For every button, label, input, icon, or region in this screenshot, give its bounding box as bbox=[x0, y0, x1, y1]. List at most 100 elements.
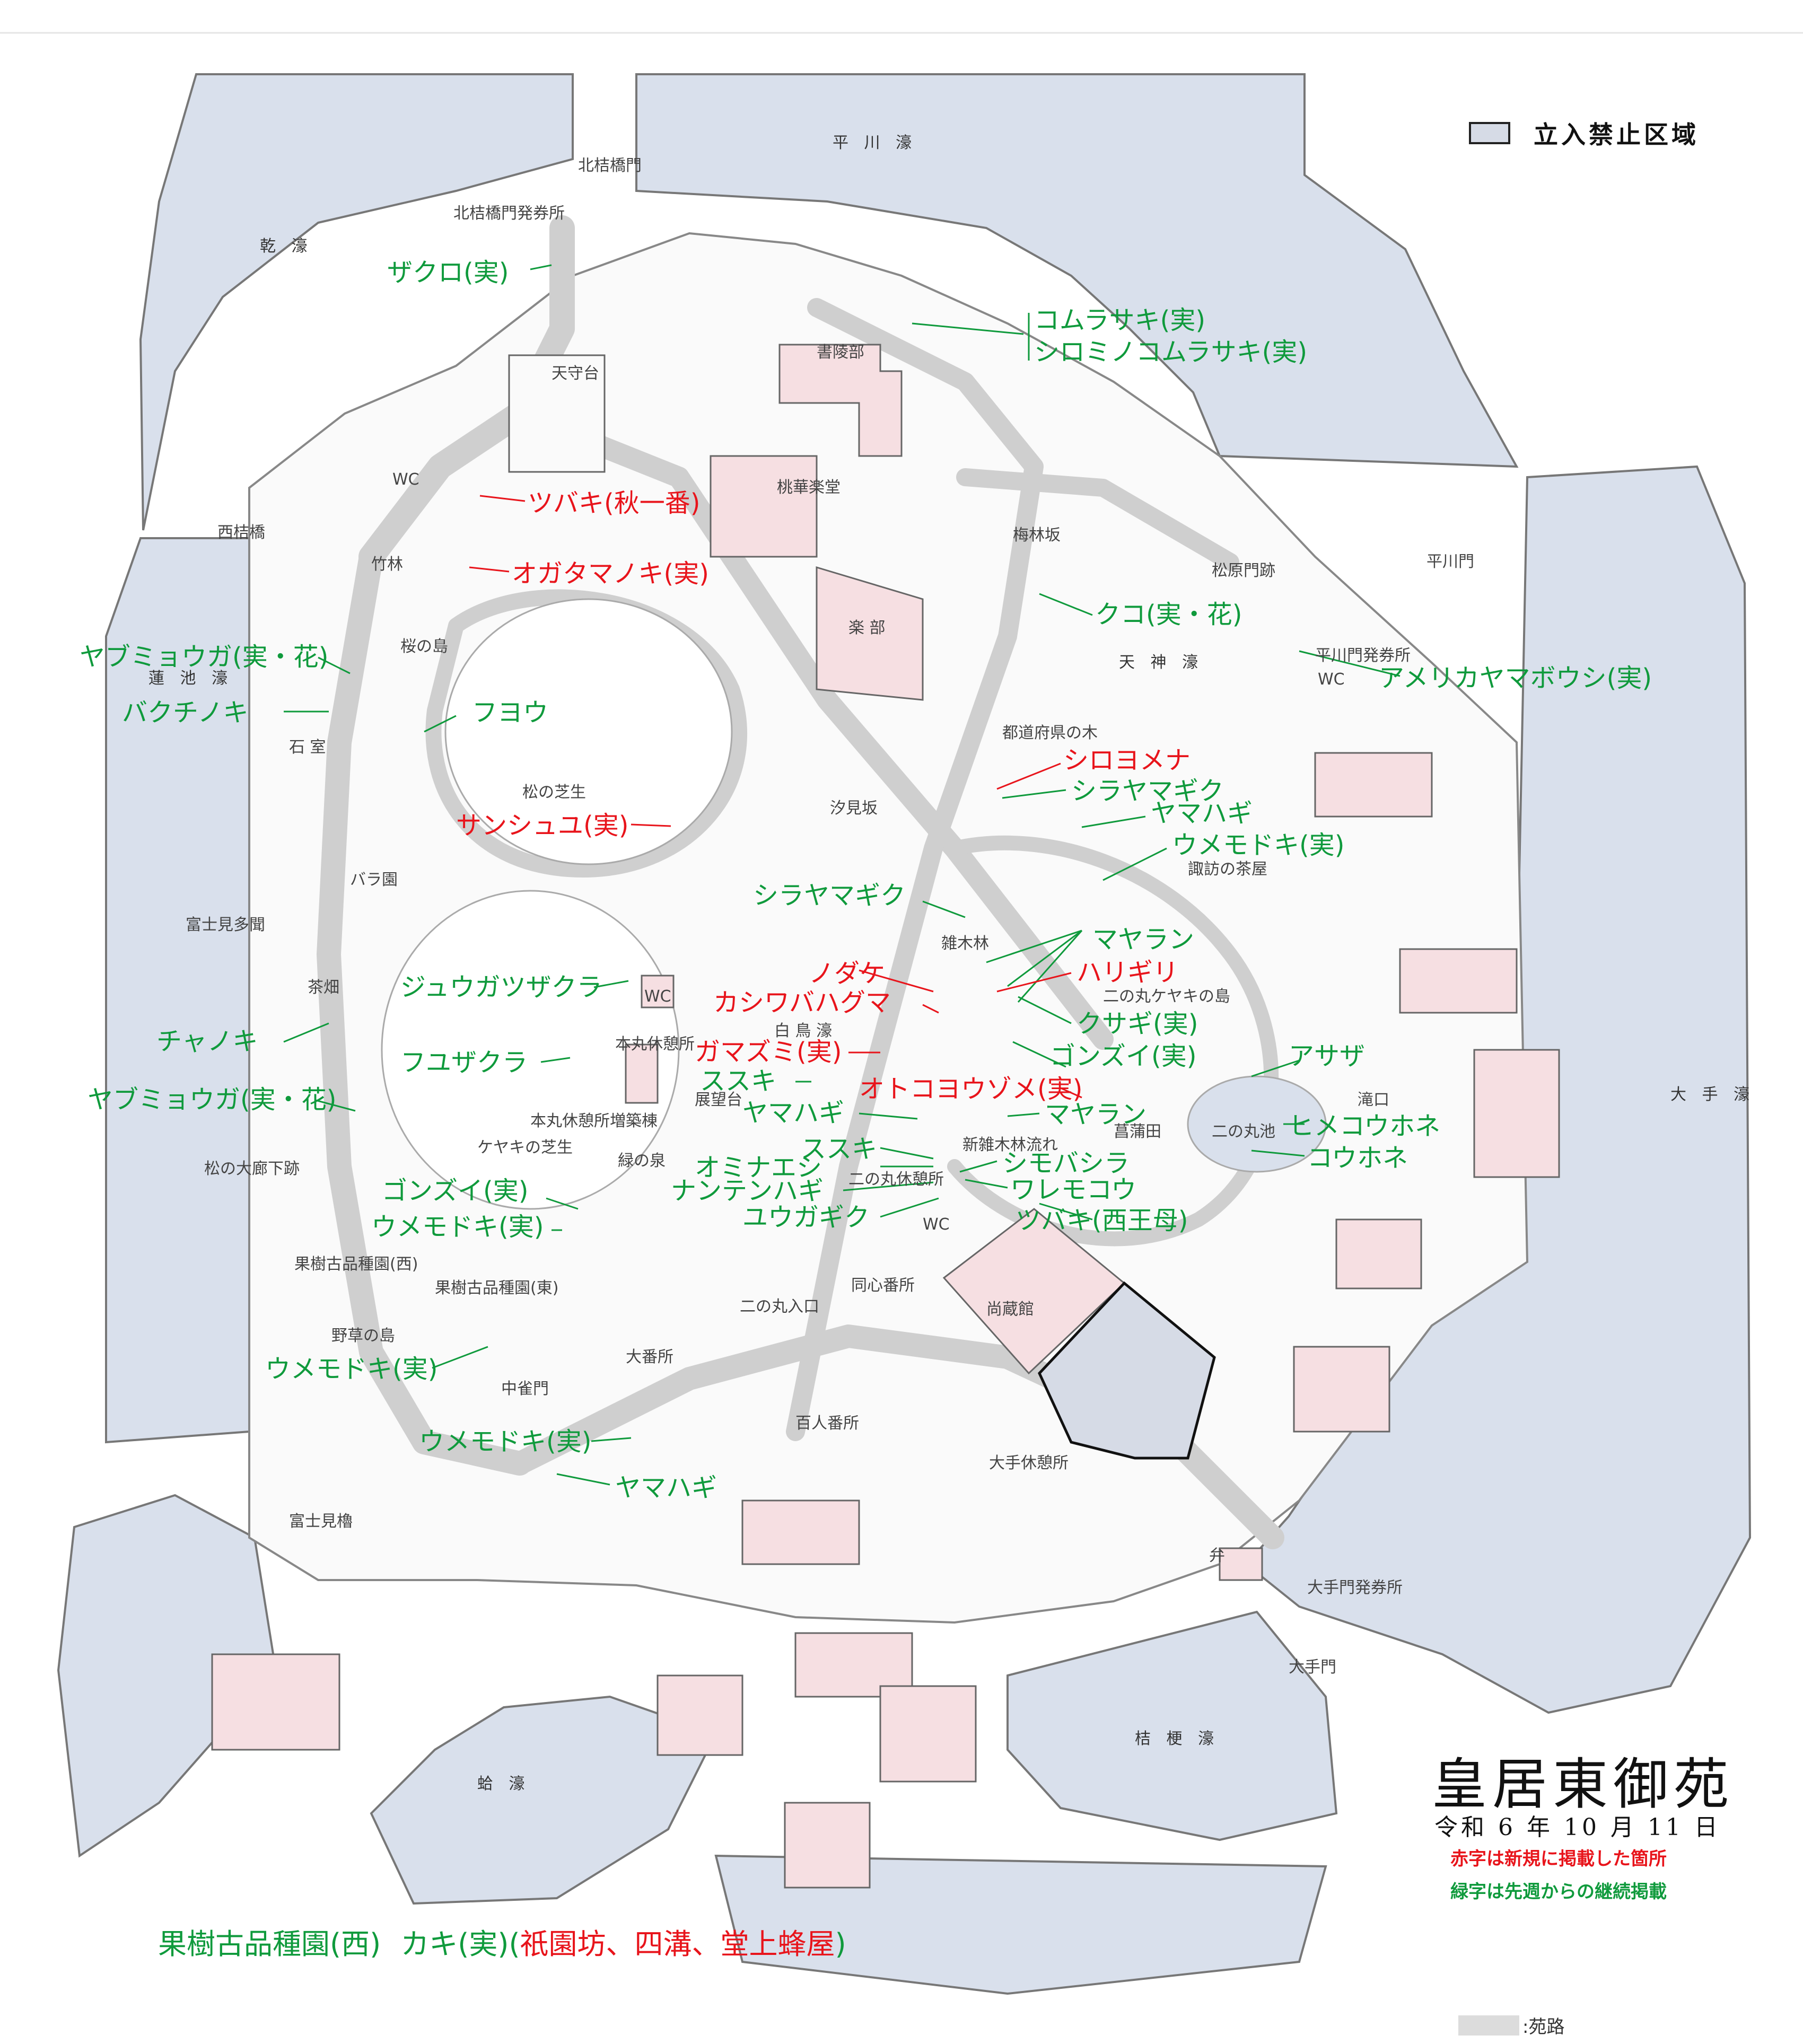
place-yasounoshima: 野草の島 bbox=[331, 1327, 395, 1345]
plant-label: ガマズミ(実) bbox=[695, 1037, 842, 1067]
plant-label: ゴンズイ(実) bbox=[1050, 1041, 1197, 1071]
place-fujimiyagura: 富士見櫓 bbox=[289, 1512, 353, 1531]
legend-restricted-label: 立入禁止区域 bbox=[1534, 120, 1699, 149]
plant-label: シラヤマギク bbox=[1071, 776, 1224, 806]
place-shoryobu: 書陵部 bbox=[817, 343, 864, 362]
hamaguri-moat bbox=[370, 1695, 717, 1905]
note-green: 緑字は先週からの継続掲載 bbox=[1450, 1881, 1667, 1902]
path-baibayashizaka bbox=[956, 468, 1239, 571]
plant-label: コムラサキ(実) bbox=[1034, 305, 1206, 335]
place-obansho: 大番所 bbox=[626, 1348, 673, 1366]
shoryobu-building bbox=[778, 344, 903, 457]
path-swatch bbox=[1458, 2015, 1519, 2036]
moat-tenjin: 天 神 濠 bbox=[1119, 653, 1204, 672]
place-shin-zokibayashi: 新雑木林流れ bbox=[962, 1136, 1058, 1154]
kikyo-moat bbox=[1006, 1610, 1338, 1841]
place-ote-rest: 大手休憩所 bbox=[989, 1454, 1069, 1472]
place-ninomaru-rest: 二の丸休憩所 bbox=[848, 1170, 944, 1189]
plant-label: カシワバハグマ bbox=[713, 988, 891, 1017]
plant-label: バクチノキ bbox=[122, 698, 249, 727]
legend-restricted: 立入禁止区域 bbox=[1469, 116, 1699, 151]
plant-label: ヤブミョウガ(実・花) bbox=[87, 1085, 337, 1115]
plant-label: マヤラン bbox=[1045, 1100, 1147, 1129]
place-hakucho-moat: 白 鳥 濠 bbox=[774, 1022, 833, 1040]
place-matsu-oroka: 松の大廊下跡 bbox=[204, 1160, 300, 1178]
moat-ote: 大 手 濠 bbox=[1670, 1085, 1755, 1104]
gakubu-building bbox=[816, 566, 924, 701]
moat-hasuike: 蓮 池 濠 bbox=[148, 669, 233, 688]
place-chikurin: 竹林 bbox=[371, 555, 403, 574]
lawns bbox=[381, 598, 1327, 1210]
plant-label: ワレモコウ bbox=[1010, 1175, 1137, 1205]
buildings bbox=[211, 344, 1560, 1889]
path-central bbox=[509, 403, 1114, 1050]
east-bldg-3 bbox=[1473, 1049, 1560, 1178]
plant-label: ゴンズイ(実) bbox=[382, 1176, 529, 1206]
place-wc-4: WC bbox=[923, 1215, 950, 1234]
plant-label: サンシュユ(実) bbox=[456, 811, 629, 840]
plant-label: ウメモドキ(実) bbox=[371, 1212, 544, 1242]
path-east bbox=[786, 298, 1044, 1441]
plant-label: クコ(実・花) bbox=[1095, 600, 1242, 629]
place-suwa-chaya: 諏訪の茶屋 bbox=[1188, 860, 1267, 879]
place-baibayashizaka: 梅林坂 bbox=[1013, 526, 1061, 545]
place-honmaru-rest: 本丸休憩所 bbox=[615, 1035, 695, 1054]
caption-close: ) bbox=[835, 1927, 846, 1961]
place-nakanomon: 中雀門 bbox=[501, 1380, 549, 1398]
place-shiomizaka: 汐見坂 bbox=[830, 799, 878, 818]
place-kitahanebashi-gate: 北桔橋門 bbox=[578, 156, 642, 175]
plant-label: アメリカヤマボウシ(実) bbox=[1379, 663, 1652, 693]
place-honmaru-rest-ext: 本丸休憩所増築棟 bbox=[530, 1112, 658, 1130]
plant-label: ヤマハギ bbox=[1151, 799, 1253, 828]
place-fujimitamon: 富士見多聞 bbox=[186, 916, 265, 934]
map-title: 皇居東御苑 bbox=[1432, 1752, 1735, 1817]
plant-label: フユザクラ bbox=[400, 1048, 528, 1077]
sw-bldg-2 bbox=[657, 1674, 743, 1756]
plant-label: ザクロ(実) bbox=[387, 258, 509, 287]
east-bldg-2 bbox=[1399, 948, 1518, 1014]
leader-lines bbox=[283, 264, 1401, 1486]
sw-bldg-1 bbox=[211, 1653, 340, 1751]
place-keyaki-shibafu: ケヤキの芝生 bbox=[477, 1138, 573, 1157]
place-ishimuro: 石 室 bbox=[289, 738, 326, 757]
plant-label: コウホネ bbox=[1307, 1143, 1408, 1173]
inui-moat bbox=[139, 73, 574, 531]
caption-area: 果樹古品種園(西) bbox=[158, 1927, 381, 1961]
place-ote-gate: 大手門 bbox=[1289, 1658, 1336, 1677]
east-bldg-1 bbox=[1314, 752, 1433, 818]
south-moat bbox=[714, 1854, 1327, 1995]
place-shozokan: 尚蔵館 bbox=[986, 1300, 1034, 1319]
place-ben: 弁 bbox=[1209, 1547, 1225, 1565]
matsu-lawn bbox=[444, 598, 733, 865]
place-kaju-east: 果樹古品種園(東) bbox=[435, 1279, 559, 1297]
place-midori-izumi: 緑の泉 bbox=[618, 1152, 666, 1170]
plant-label: オトコヨウゾメ(実) bbox=[859, 1074, 1083, 1104]
restricted-area bbox=[1038, 1281, 1216, 1460]
map-date: 令和 6 年 10 月 11 日 bbox=[1434, 1814, 1721, 1841]
place-tokagakudo: 桃華楽堂 bbox=[777, 478, 841, 497]
plant-label: ツバキ(西王母) bbox=[1016, 1206, 1188, 1235]
bottom-caption: 果樹古品種園(西) カキ(実)(祇園坊、四溝、堂上蜂屋) bbox=[158, 1930, 846, 1959]
place-doshin-bansho: 同心番所 bbox=[851, 1276, 915, 1295]
restricted-swatch bbox=[1469, 122, 1510, 144]
place-ote-ticket: 大手門発券所 bbox=[1307, 1578, 1403, 1597]
plant-label: シモバシラ bbox=[1002, 1148, 1130, 1178]
plant-label: オミナエシ bbox=[695, 1153, 822, 1182]
honmaru-wc bbox=[641, 975, 675, 1008]
caption-fruit: カキ(実)( bbox=[400, 1927, 520, 1961]
place-takiguchi: 滝口 bbox=[1358, 1091, 1389, 1109]
plant-label: クサギ(実) bbox=[1076, 1009, 1198, 1039]
plant-label: シロミノコムラサキ(実) bbox=[1034, 337, 1308, 367]
legend-path-label: :苑路 bbox=[1522, 2016, 1565, 2038]
ote-gate-bldg bbox=[1219, 1547, 1263, 1581]
plant-label: ヤマハギ bbox=[742, 1098, 845, 1128]
place-ninomaru-pond: 二の丸池 bbox=[1212, 1122, 1275, 1141]
plant-label: オガタマノキ(実) bbox=[512, 559, 710, 589]
south-bldg-3 bbox=[879, 1685, 977, 1783]
place-hyakunin-bansho: 百人番所 bbox=[795, 1414, 859, 1433]
plant-label: シロヨメナ bbox=[1063, 745, 1191, 775]
place-todofuken: 都道府県の木 bbox=[1002, 724, 1098, 742]
plant-label: シラヤマギク bbox=[753, 881, 906, 910]
hirakawa-moat bbox=[635, 73, 1519, 468]
